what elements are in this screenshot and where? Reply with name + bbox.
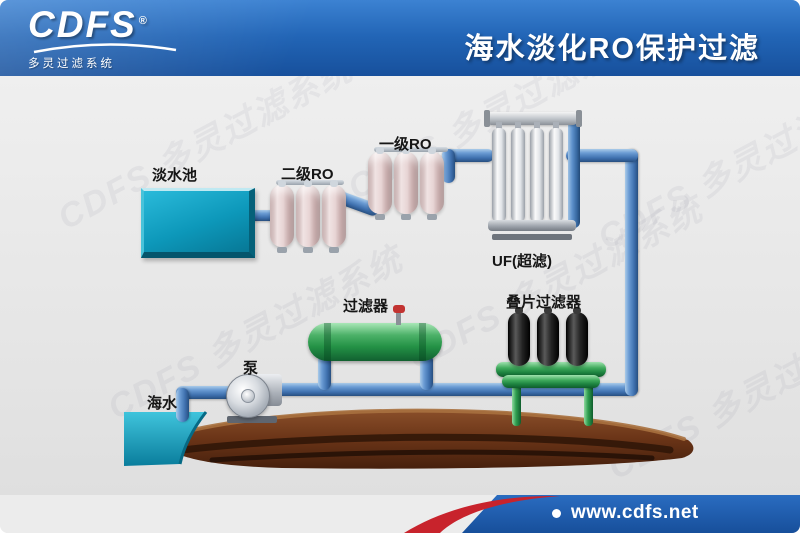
uf-end-cap [484, 110, 490, 127]
disc-filter-lower-tube [502, 375, 600, 388]
pipe-filter-right [420, 354, 433, 390]
logo-text: CDFS® [28, 4, 203, 45]
footer-banner [404, 495, 800, 533]
uf-base [492, 234, 572, 240]
disc-filter-cartridge [537, 307, 559, 366]
label-filter: 过滤器 [343, 298, 389, 315]
stage2-ro-vessel [270, 180, 294, 253]
stage1-ro-vessel [394, 147, 418, 220]
registered-mark: ® [138, 14, 149, 27]
seawater [124, 412, 206, 466]
ground-streak [209, 449, 655, 463]
website-url: www.cdfs.net [552, 502, 699, 524]
footer-red-swoosh [404, 495, 560, 533]
valve-handle [393, 305, 405, 313]
label-seawater: 海水 [147, 395, 178, 412]
uf-bottom-collector [488, 220, 576, 231]
stage1-ro-vessel [368, 147, 392, 220]
footer-blue-band [462, 495, 800, 533]
logo-subtext: 多灵过滤系统 [28, 57, 115, 70]
inline-filter [308, 323, 442, 361]
logo: CDFS® 多灵过滤系统 [28, 4, 203, 71]
pipe-inlet-drop [176, 388, 189, 422]
header: CDFS® 多灵过滤系统 海水淡化RO保护过滤 [0, 0, 800, 76]
disc-filter-cartridge [508, 307, 530, 366]
pipe-top-left [442, 149, 494, 162]
website-text: www.cdfs.net [571, 502, 699, 523]
pump-hub [241, 389, 255, 403]
pipe-filter-left [318, 354, 331, 390]
footer: www.cdfs.net [0, 495, 800, 533]
pipe-top-right [566, 149, 638, 162]
pipe-ro2-to-tank [246, 210, 280, 221]
pump-base [227, 416, 277, 423]
ro1-top-connector [374, 147, 448, 152]
stage2-ro-vessel [296, 180, 320, 253]
uf-top-manifold [486, 112, 578, 125]
disc-filter-cartridge [566, 307, 588, 366]
label-disc-filter: 叠片过滤器 [506, 294, 582, 311]
diagram-canvas: CDFS 多灵过滤系统 CDFS 多灵过滤系统 CDFS 多灵过滤系统 CDFS… [0, 76, 800, 495]
pipe-riser [625, 149, 638, 396]
logo-swoosh-icon [33, 43, 177, 54]
fresh-water-tank [141, 188, 255, 258]
pipe-ro1-drop [442, 149, 455, 183]
label-uf: UF(超滤) [492, 253, 552, 270]
pipe-pump-inlet [176, 386, 234, 399]
label-fresh-water-tank: 淡水池 [152, 167, 198, 184]
label-stage1-ro: 一级RO [379, 136, 432, 153]
uf-blue-pipe [568, 114, 580, 228]
page-title: 海水淡化RO保护过滤 [464, 33, 760, 65]
uf-membrane-tube [511, 128, 525, 222]
bullet-icon [552, 508, 561, 518]
uf-end-cap [576, 110, 582, 127]
label-pump: 泵 [243, 360, 259, 377]
stage1-ro-vessel [420, 147, 444, 220]
uf-nub [534, 122, 540, 129]
ground-and-seawater [124, 408, 694, 469]
uf-membrane-tube [530, 128, 544, 222]
filter-valve-icon [391, 305, 407, 325]
uf-nub [515, 122, 521, 129]
seawater-edge [178, 411, 208, 465]
uf-nub [496, 122, 502, 129]
logo-cdfs: CDFS [28, 4, 137, 45]
label-stage2-ro: 二级RO [281, 166, 334, 183]
uf-membrane-tube [549, 128, 563, 222]
disc-filter-leg [512, 382, 521, 426]
valve-stem [396, 312, 401, 325]
disc-filter-leg [584, 382, 593, 426]
uf-membrane-tube [492, 128, 506, 222]
uf-unit [484, 108, 584, 248]
ground-streak [178, 433, 674, 454]
uf-nub [553, 122, 559, 129]
stage2-ro-vessel [322, 180, 346, 253]
